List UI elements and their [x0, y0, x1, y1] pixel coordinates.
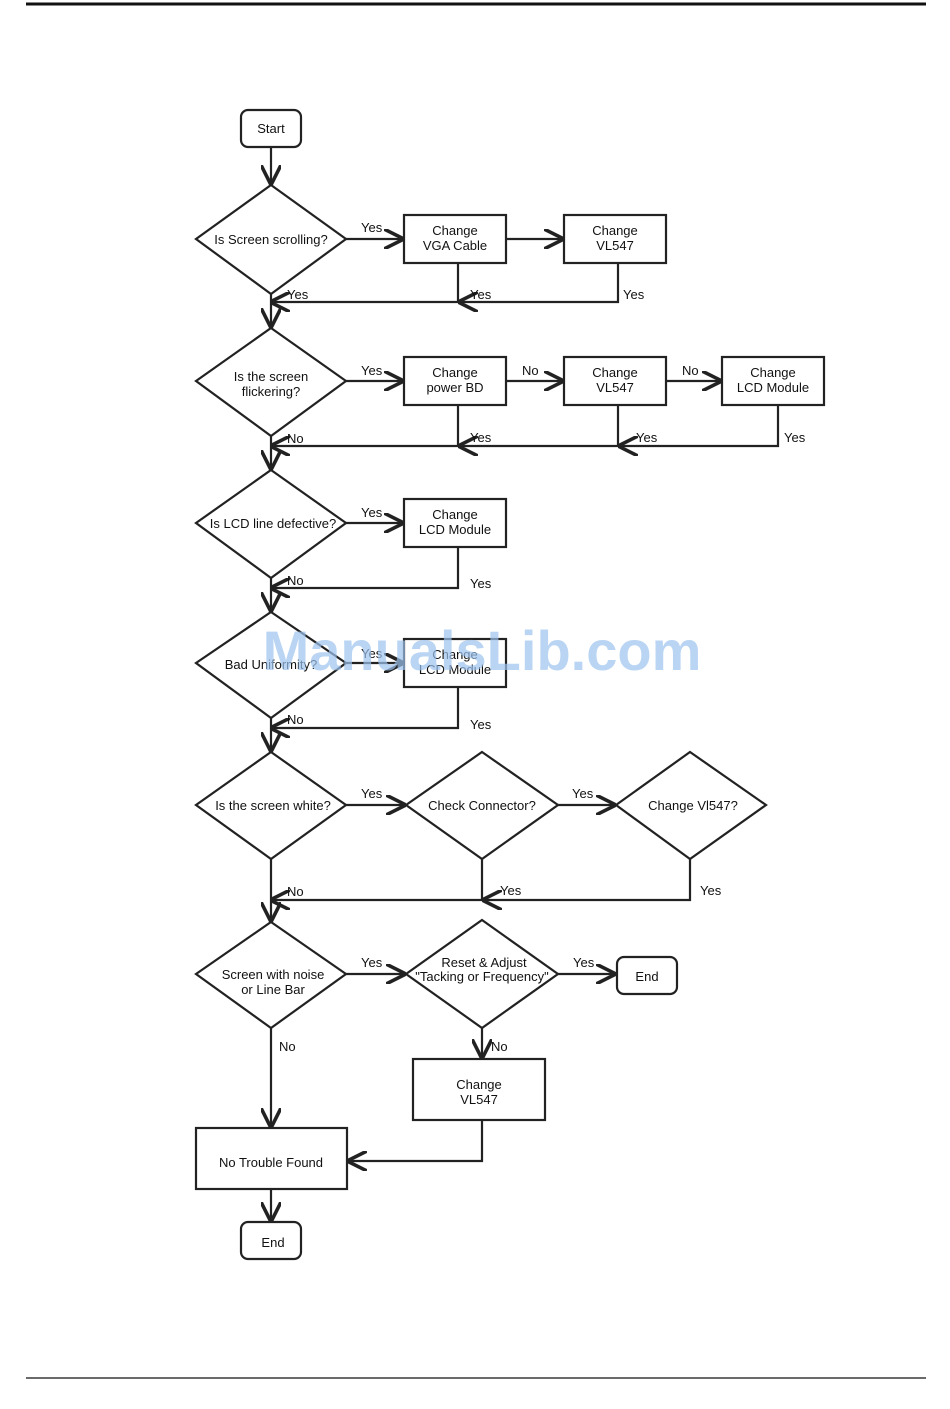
- label-no-q5: No: [287, 884, 304, 899]
- vl547a-line1: Change: [592, 223, 638, 238]
- start-label: Start: [257, 121, 285, 136]
- vl547c-line2: VL547: [460, 1092, 498, 1107]
- decision-screen-noise: [194, 920, 348, 1030]
- nodes: Start Is Screen scrolling? Change VGA Ca…: [194, 108, 826, 1261]
- label-no-q4: No: [287, 712, 304, 727]
- end-a-label: End: [635, 969, 658, 984]
- label-no-q3: No: [287, 573, 304, 588]
- decision-lcd-line-label: Is LCD line defective?: [210, 516, 336, 531]
- decision-screen-flickering: [194, 326, 348, 438]
- process-change-vl547-c: [411, 1057, 547, 1122]
- lcdb-line2: LCD Module: [419, 522, 491, 537]
- vl547c-line1: Change: [456, 1077, 502, 1092]
- vl547b-line1: Change: [592, 365, 638, 380]
- decision-bad-uniformity: [194, 610, 348, 720]
- process-change-vl547-a: [562, 213, 668, 265]
- decision-screen-scrolling: [194, 183, 348, 296]
- label-no-power: No: [522, 363, 539, 378]
- edge-vl547b-return: [460, 405, 620, 446]
- edge-lcd-return: [620, 405, 780, 446]
- label-yes-reset: Yes: [573, 955, 595, 970]
- decision-check-connector-label: Check Connector?: [428, 798, 536, 813]
- edge-vl547q-return: [484, 859, 692, 900]
- label-yes-lcdc: Yes: [470, 717, 492, 732]
- process-change-vl547-b: [562, 355, 668, 407]
- edge-lcdb-return: [272, 547, 460, 588]
- label-no-vl547b: No: [682, 363, 699, 378]
- label-yes-check-return: Yes: [500, 883, 522, 898]
- label-yes-q4: Yes: [361, 646, 383, 661]
- decision-bad-uniformity-label: Bad Uniformity?: [225, 657, 317, 672]
- label-yes-power: Yes: [470, 430, 492, 445]
- decision-screen-white-label: Is the screen white?: [215, 798, 331, 813]
- power-line2: power BD: [426, 380, 483, 395]
- end-terminal-b: [239, 1220, 303, 1261]
- process-change-lcd-module-a: [720, 355, 826, 407]
- vl547b-line2: VL547: [596, 380, 634, 395]
- edge-vl547c-ntf: [349, 1120, 484, 1161]
- process-change-power-bd: [402, 355, 508, 407]
- edge-lcdc-return: [272, 687, 460, 728]
- connectors: [271, 147, 780, 1220]
- process-change-lcd-module-b: [402, 497, 508, 549]
- noise-line1: Screen with noise: [222, 967, 325, 982]
- lcda-line1: Change: [750, 365, 796, 380]
- vl547a-line2: VL547: [596, 238, 634, 253]
- decision-change-vl547-label: Change Vl547?: [648, 798, 738, 813]
- decision-lcd-line-defective: [194, 468, 348, 580]
- label-yes-vl547q: Yes: [700, 883, 722, 898]
- process-change-lcd-module-c: [402, 637, 508, 689]
- label-yes-check: Yes: [572, 786, 594, 801]
- label-yes-vl547b: Yes: [636, 430, 658, 445]
- decision-change-vl547: [614, 750, 768, 861]
- lcda-line2: LCD Module: [737, 380, 809, 395]
- lcdb-line1: Change: [432, 507, 478, 522]
- label-yes-q1-return: Yes: [287, 287, 309, 302]
- decision-check-connector: [404, 750, 560, 861]
- label-yes-vl547a: Yes: [623, 287, 645, 302]
- label-yes-q3: Yes: [361, 505, 383, 520]
- label-no-q6: No: [279, 1039, 296, 1054]
- label-no-q2: No: [287, 431, 304, 446]
- label-yes-q1: Yes: [361, 220, 383, 235]
- label-yes-vga: Yes: [470, 287, 492, 302]
- decision-reset-adjust: [404, 918, 560, 1030]
- start-terminal: [239, 108, 303, 149]
- label-yes-q6: Yes: [361, 955, 383, 970]
- lcdc-line2: LCD Module: [419, 662, 491, 677]
- end-b-label: End: [261, 1235, 284, 1250]
- noise-line2: or Line Bar: [241, 982, 305, 997]
- reset-line2: "Tacking or Frequency": [415, 969, 549, 984]
- decision-screen-white: [194, 750, 348, 861]
- edge-labels: Yes Yes Yes Yes Yes No No No Yes Yes Yes…: [279, 220, 806, 1054]
- power-line1: Change: [432, 365, 478, 380]
- process-change-vga-cable: [402, 213, 508, 265]
- label-no-reset: No: [491, 1039, 508, 1054]
- watermark: ManualsLib.com: [263, 619, 702, 682]
- label-yes-lcdb: Yes: [470, 576, 492, 591]
- lcdc-line1: Change: [432, 647, 478, 662]
- decision-screen-scrolling-label: Is Screen scrolling?: [214, 232, 327, 247]
- reset-line1: Reset & Adjust: [441, 955, 527, 970]
- process-no-trouble-found: [194, 1126, 349, 1191]
- label-yes-q5: Yes: [361, 786, 383, 801]
- end-terminal-a: [615, 955, 679, 996]
- flicker-line1: Is the screen: [234, 369, 308, 384]
- flicker-line2: flickering?: [242, 384, 301, 399]
- edge-vl547-return: [460, 263, 620, 302]
- ntf-label: No Trouble Found: [219, 1155, 323, 1170]
- vga-line2: VGA Cable: [423, 238, 487, 253]
- label-yes-q2: Yes: [361, 363, 383, 378]
- label-yes-lcda: Yes: [784, 430, 806, 445]
- vga-line1: Change: [432, 223, 478, 238]
